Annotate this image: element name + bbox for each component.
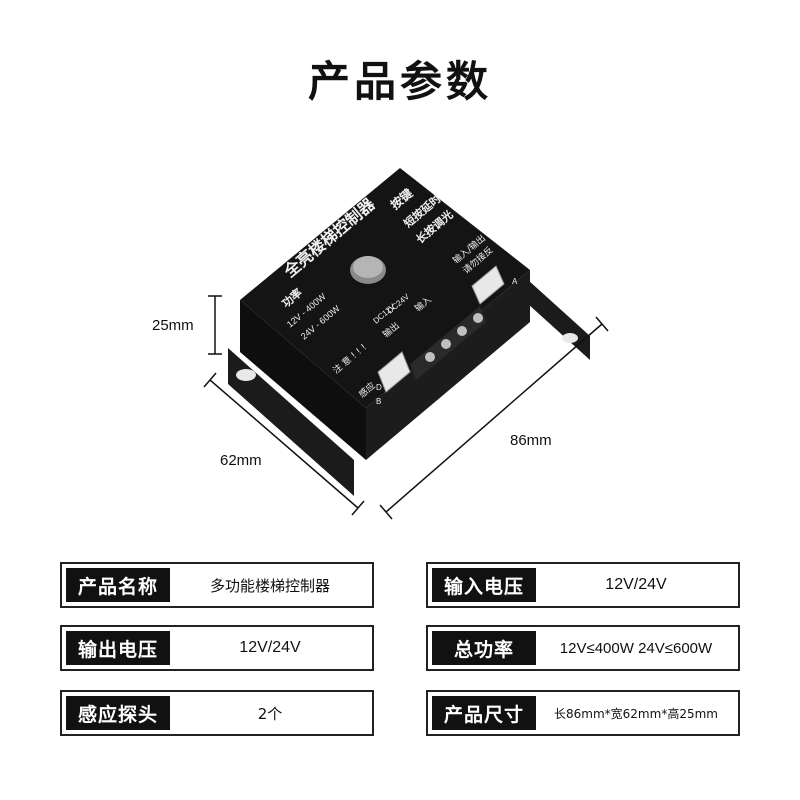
- terminal-screw: [425, 352, 435, 362]
- spec-row-product-size: 产品尺寸 长86mm*宽62mm*高25mm: [426, 690, 740, 736]
- terminal-b-label: B: [376, 397, 381, 406]
- spec-label: 产品尺寸: [432, 696, 536, 730]
- height-dimension-label: 25mm: [152, 317, 194, 334]
- dimension-line-width: [209, 379, 359, 509]
- mounting-flange-right: [528, 280, 590, 360]
- spec-value: 多功能楼梯控制器: [209, 576, 330, 595]
- terminal-screw: [473, 313, 483, 323]
- device-top: [240, 168, 530, 408]
- spec-row-product-name: 产品名称 多功能楼梯控制器: [60, 562, 374, 608]
- terminal-a-label: A: [512, 277, 518, 286]
- product-image: 全亮楼梯控制器 按键 短按延时 长按调光 功率 12V - 400W 24V -…: [152, 168, 609, 520]
- device-side-right: [366, 270, 530, 460]
- spec-value: 12V/24V: [605, 576, 667, 593]
- spec-row-output-voltage: 输出电压 12V/24V: [60, 625, 374, 671]
- spec-label: 总功率: [432, 631, 536, 665]
- spec-value: 2个: [257, 704, 283, 723]
- mount-hole-right: [562, 333, 578, 343]
- spec-label: 产品名称: [66, 568, 170, 602]
- spec-value: 长86mm*宽62mm*高25mm: [554, 706, 718, 721]
- device-side-front: [240, 300, 366, 460]
- sensor-connector-right: [471, 265, 505, 305]
- terminal-screw: [457, 326, 467, 336]
- length-dimension-label: 86mm: [510, 432, 552, 449]
- width-dimension-label: 62mm: [220, 452, 262, 469]
- spec-value: 12V≤400W 24V≤600W: [559, 639, 713, 657]
- spec-label: 输出电压: [66, 631, 170, 665]
- terminal-screw: [441, 339, 451, 349]
- page-title: 产品参数: [307, 57, 492, 106]
- terminal-d-label: D: [376, 383, 382, 392]
- spec-row-sensor-probe: 感应探头 2个: [60, 690, 374, 736]
- mounting-flange-left: [228, 348, 354, 496]
- spec-label: 输入电压: [432, 568, 536, 602]
- dimension-line-length: [385, 323, 603, 513]
- spec-row-input-voltage: 输入电压 12V/24V: [426, 562, 740, 608]
- spec-row-total-power: 总功率 12V≤400W 24V≤600W: [426, 625, 740, 671]
- spec-value: 12V/24V: [239, 639, 301, 656]
- spec-label: 感应探头: [66, 696, 170, 730]
- mount-hole-left: [236, 369, 256, 381]
- sensor-connector-left: [377, 351, 411, 393]
